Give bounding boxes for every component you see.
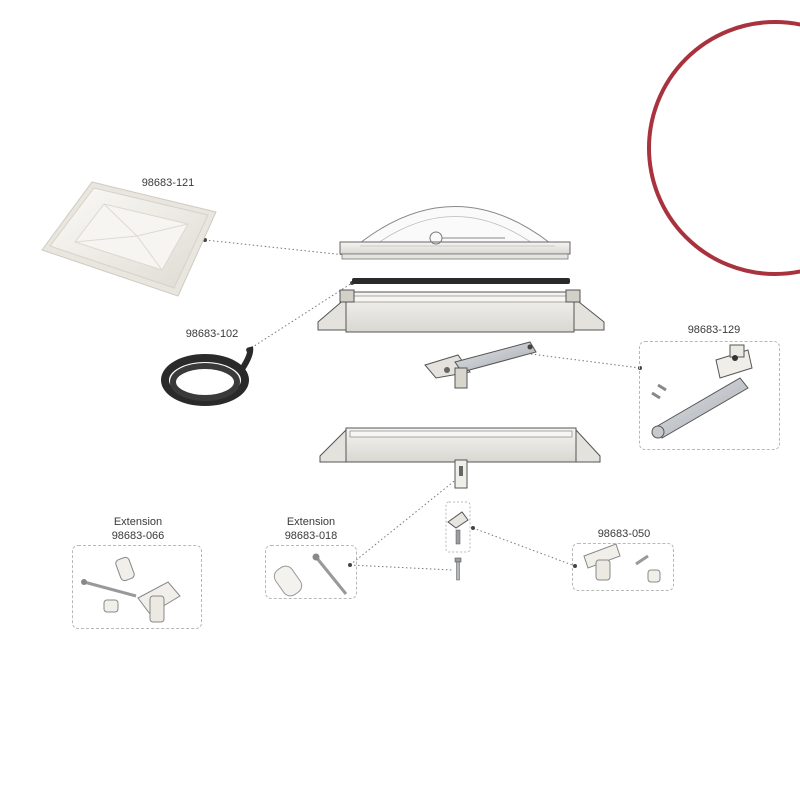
- clear-dome-part: [339, 206, 571, 260]
- part-number-label-066: 98683-066: [111, 530, 165, 542]
- seal-strip-part: [352, 278, 570, 284]
- crank-arm-kit-box: [639, 341, 780, 450]
- extension-018-part: [273, 553, 348, 597]
- leader-lines: [203, 238, 642, 571]
- extension-066-part: [81, 556, 181, 623]
- upper-frame-part: [317, 289, 605, 333]
- seal-coil-part: [161, 346, 254, 406]
- crank-arm-kit-part: [651, 344, 753, 439]
- part-number-label-050: 98683-050: [597, 528, 651, 540]
- shaft-connector-part: [454, 459, 468, 489]
- extension-066-box: [72, 545, 202, 629]
- extension-018-box: [265, 545, 357, 599]
- part-number-label-018: 98683-018: [284, 530, 338, 542]
- lower-frame-part: [319, 427, 601, 463]
- part-number-label-lid: 98683-121: [141, 177, 195, 189]
- extension-caption-066: Extension: [113, 516, 163, 528]
- crank-mechanism-part: [424, 341, 537, 389]
- accent-ring: [647, 20, 800, 276]
- t-handle-050-box: [572, 543, 674, 591]
- part-number-label-crank-arm: 98683-129: [687, 324, 741, 336]
- screw-part: [454, 557, 462, 581]
- extension-caption-018: Extension: [286, 516, 336, 528]
- vent-lid-part: [41, 181, 217, 297]
- t-handle-050-part: [583, 543, 661, 583]
- fastener-set-part: [445, 501, 471, 553]
- part-number-label-seal: 98683-102: [185, 328, 239, 340]
